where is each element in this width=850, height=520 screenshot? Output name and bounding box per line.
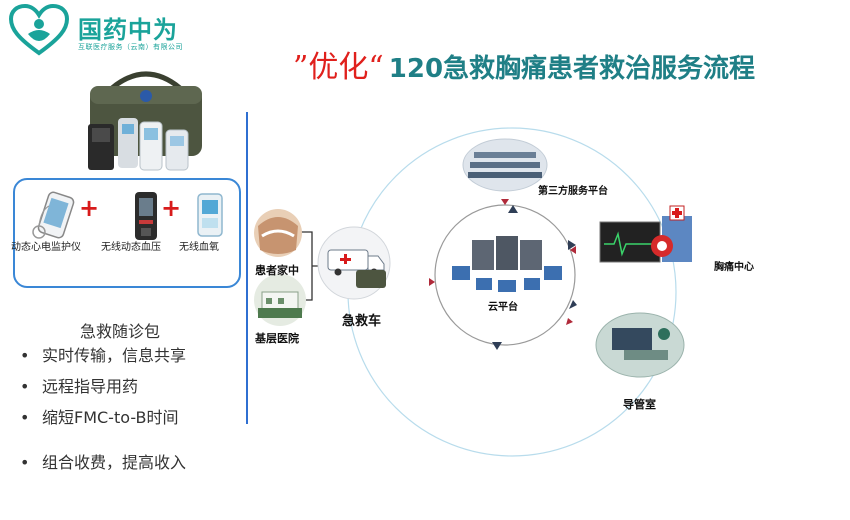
- ecg-monitor-icon: [32, 191, 75, 239]
- arrow-icon: [568, 240, 576, 250]
- title-main: 120急救胸痛患者救治服务流程: [388, 54, 756, 84]
- signal-icon: [501, 199, 509, 205]
- bullet-text: 远程指导用药: [42, 377, 139, 396]
- title-quote-close: “: [368, 50, 384, 85]
- logo-subtitle: 互联医疗服务（云南）有限公司: [78, 43, 183, 51]
- patient-home-image: [254, 209, 302, 257]
- title-emphasis: 优化: [308, 50, 369, 85]
- signal-icons: [429, 199, 576, 325]
- node-label-third-party: 第三方服务平台: [538, 186, 608, 197]
- vertical-divider: [246, 112, 248, 424]
- ambulance-image: [317, 226, 391, 300]
- oximeter-icon: [197, 193, 223, 237]
- node-label-primary-hospital: 基层医院: [255, 332, 299, 345]
- bullet-symbol: •: [20, 346, 30, 365]
- arrow-icon: [569, 300, 577, 309]
- medical-kit-bag-image: [88, 71, 202, 171]
- monitoring-devices-panel: + + 动态心电监护仪 无线动态血压 无线血氧: [11, 178, 241, 288]
- arrow-icon: [492, 342, 502, 350]
- device-label-oximeter: 无线血氧: [179, 242, 219, 253]
- page-title: ”优化“ 120急救胸痛患者救治服务流程: [293, 42, 755, 86]
- plus-sign: +: [161, 194, 182, 222]
- bullet-text: 组合收费，提高收入: [42, 453, 187, 472]
- signal-icon: [570, 246, 576, 254]
- arrow-icon: [508, 205, 518, 213]
- bp-monitor-icon: [135, 192, 157, 240]
- signal-icon: [566, 318, 573, 325]
- third-party-platform-image: [462, 138, 548, 192]
- plus-sign: +: [79, 194, 100, 222]
- node-label-ambulance: 急救车: [342, 314, 382, 329]
- cloud-platform-image: [452, 236, 562, 292]
- logo-name: 国药中为: [78, 16, 178, 44]
- bullet-item: • 实时传输，信息共享: [20, 342, 186, 366]
- bullet-item: • 缩短FMC-to-B时间: [20, 404, 179, 428]
- node-label-cath-lab: 导管室: [623, 398, 656, 411]
- bullet-text: 缩短FMC-to-B时间: [42, 408, 179, 427]
- node-label-cloud: 云平台: [488, 302, 518, 313]
- bullet-text: 实时传输，信息共享: [42, 346, 187, 365]
- device-label-ecg: 动态心电监护仪: [11, 242, 81, 253]
- company-logo: 国药中为 互联医疗服务（云南）有限公司: [8, 4, 208, 56]
- node-label-chest-center: 胸痛中心: [714, 262, 754, 273]
- chest-pain-center-image: [599, 205, 692, 263]
- kit-title: 急救随诊包: [80, 322, 161, 341]
- signal-icon: [429, 278, 435, 286]
- cath-lab-image: [595, 312, 685, 378]
- title-quote-open: ”: [293, 50, 309, 85]
- bullet-symbol: •: [20, 408, 30, 427]
- bullet-item: • 组合收费，提高收入: [20, 449, 186, 473]
- heart-logo-icon: [8, 4, 70, 56]
- bullet-symbol: •: [20, 453, 30, 472]
- primary-hospital-image: [254, 274, 306, 326]
- device-label-bp: 无线动态血压: [101, 242, 161, 253]
- node-label-patient-home: 患者家中: [255, 264, 299, 277]
- flow-arrows: [492, 205, 577, 350]
- bullet-item: • 远程指导用药: [20, 373, 138, 397]
- bullet-symbol: •: [20, 377, 30, 396]
